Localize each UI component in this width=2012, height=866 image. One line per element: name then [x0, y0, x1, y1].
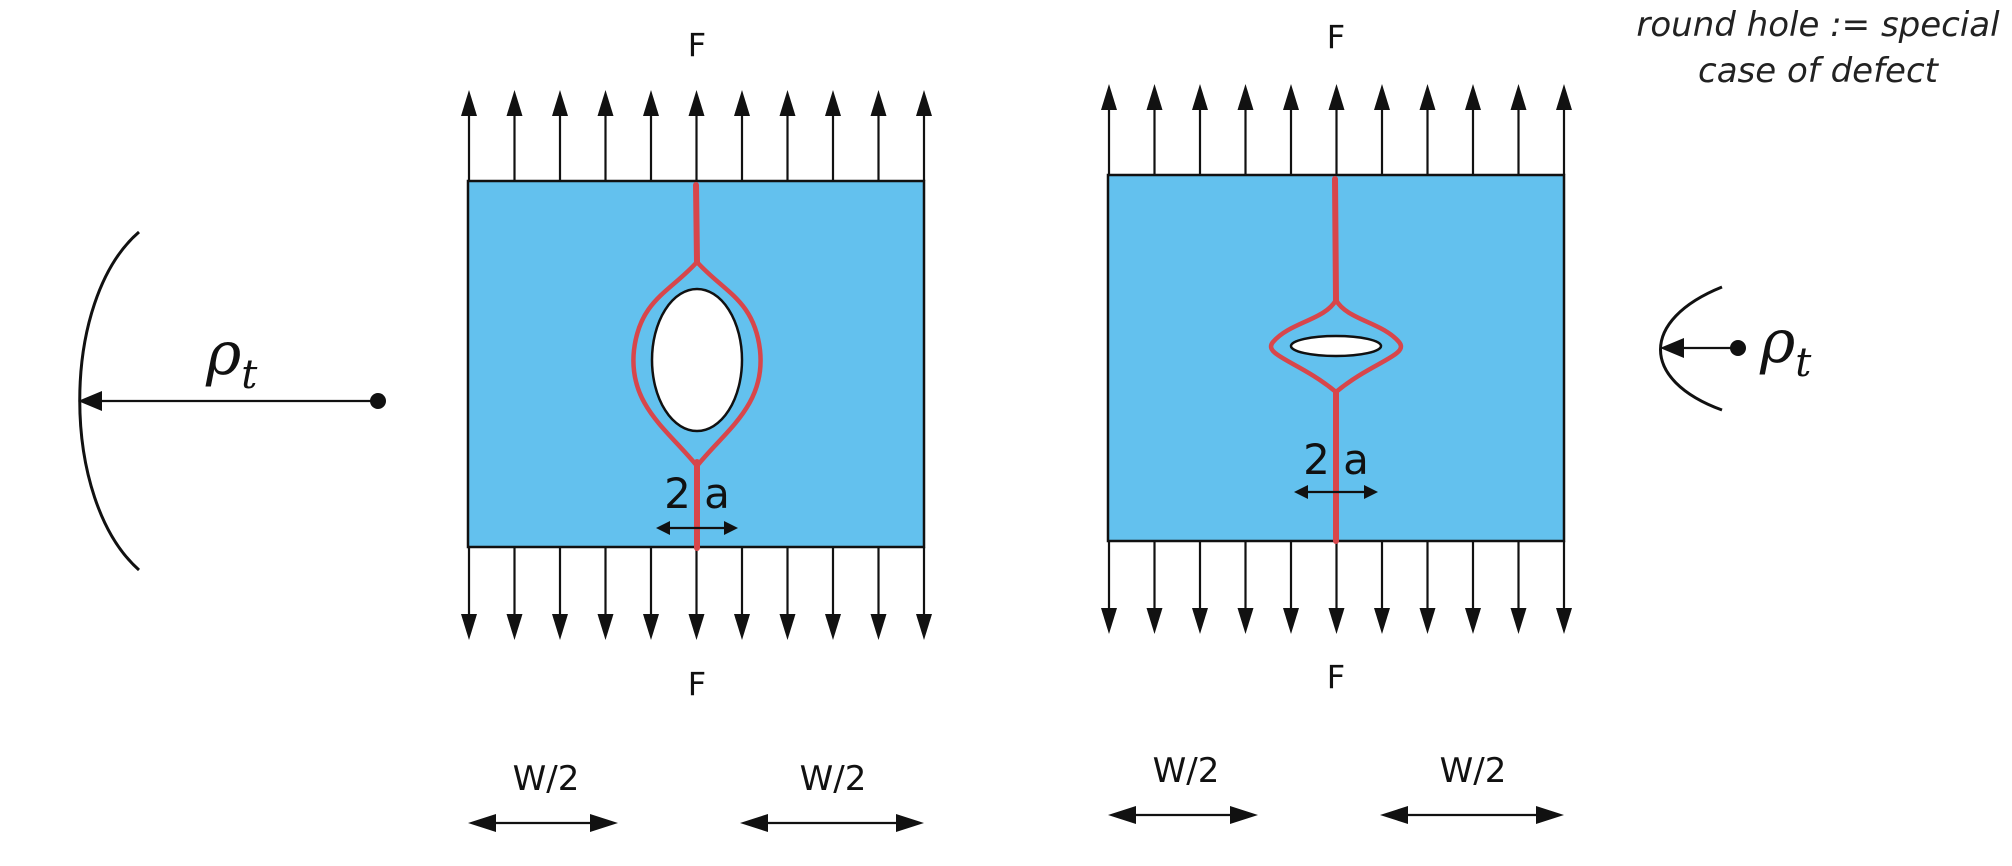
left-radius-label: ρt	[205, 319, 258, 398]
left-top-force-arrows	[461, 90, 932, 181]
right-hole	[1289, 334, 1383, 358]
left-force-top-label: F	[688, 26, 706, 64]
right-top-force-arrow-head	[1374, 84, 1390, 110]
right-bottom-force-arrow-head	[1192, 608, 1208, 634]
left-radius-arrowhead	[78, 391, 102, 411]
left-bottom-force-arrow-head	[597, 614, 614, 640]
right-bottom-force-arrow-head	[1146, 608, 1163, 634]
right-radius-label: ρt	[1759, 307, 1812, 386]
left-bottom-force-arrow-head	[552, 614, 568, 640]
left-top-force-arrow-head	[688, 90, 705, 116]
right-top-force-arrow-head	[1192, 84, 1208, 110]
left-bottom-force-arrows	[461, 547, 932, 640]
right-bottom-force-arrow-head	[1510, 608, 1527, 634]
right-radius-center-dot	[1730, 340, 1746, 356]
right-top-force-arrow-head	[1510, 84, 1527, 110]
left-radius-subscript: t	[241, 352, 258, 398]
left-top-force-arrow-head	[552, 90, 568, 116]
left-width-arrow-1	[468, 814, 618, 832]
right-width-label-2: W/2	[1440, 751, 1507, 791]
note-line-1: round hole := special	[1636, 5, 2000, 45]
right-bottom-force-arrow-head	[1419, 608, 1436, 634]
right-crack-length-label: 2 a	[1303, 435, 1369, 484]
left-top-force-arrow-head	[870, 90, 887, 116]
right-crack-length-arrow	[1294, 485, 1378, 499]
left-force-bottom-label: F	[688, 665, 706, 703]
right-specimen: F F 2 a W/2 W/2	[1101, 18, 1572, 824]
right-bottom-force-arrow-head	[1465, 608, 1481, 634]
left-width-label-2: W/2	[800, 759, 867, 799]
right-top-force-arrow-head	[1419, 84, 1436, 110]
left-crack-length-label: 2 a	[664, 469, 730, 518]
left-top-force-arrow-head	[506, 90, 523, 116]
left-hole	[650, 287, 744, 433]
right-top-force-arrow-head	[1465, 84, 1481, 110]
right-bottom-force-arrow-head	[1328, 608, 1345, 634]
right-radius-indicator: ρt	[1659, 285, 1812, 412]
left-bottom-force-arrow-head	[779, 614, 796, 640]
right-force-top-label: F	[1327, 18, 1345, 56]
left-stress-contour	[631, 259, 763, 469]
right-force-bottom-label: F	[1327, 658, 1345, 696]
left-radius-center-dot	[370, 393, 386, 409]
right-width-arrow-1	[1108, 806, 1258, 824]
right-top-force-arrow-head	[1556, 84, 1572, 110]
left-top-force-arrow-head	[461, 90, 477, 116]
left-width-arrow-2	[740, 814, 924, 832]
left-top-force-arrow-head	[597, 90, 614, 116]
right-stress-contour	[1268, 297, 1404, 395]
right-crack-top	[1332, 176, 1339, 303]
right-top-force-arrow-head	[1328, 84, 1345, 110]
left-radius-symbol: ρ	[205, 319, 241, 389]
left-bottom-force-arrow-head	[506, 614, 523, 640]
left-bottom-force-arrow-head	[688, 614, 705, 640]
right-bottom-force-arrow-head	[1237, 608, 1254, 634]
left-top-force-arrow-head	[734, 90, 750, 116]
left-crack-length-arrow	[656, 521, 738, 535]
left-top-force-arrow-head	[916, 90, 932, 116]
right-bottom-force-arrow-head	[1556, 608, 1572, 634]
right-top-force-arrows	[1101, 84, 1572, 175]
right-bottom-force-arrow-head	[1374, 608, 1390, 634]
left-bottom-force-arrow-head	[643, 614, 659, 640]
left-bottom-force-arrow-head	[916, 614, 932, 640]
right-top-force-arrow-head	[1237, 84, 1254, 110]
left-bottom-force-arrow-head	[825, 614, 841, 640]
left-bottom-force-arrow-head	[461, 614, 477, 640]
left-top-force-arrow-head	[825, 90, 841, 116]
right-top-force-arrow-head	[1101, 84, 1117, 110]
left-radius-indicator: ρt	[78, 230, 386, 572]
right-radius-arrowhead	[1660, 338, 1684, 358]
right-bottom-force-arrows	[1101, 541, 1572, 634]
left-top-force-arrow-head	[643, 90, 659, 116]
right-radius-symbol: ρ	[1759, 307, 1795, 377]
right-bottom-force-arrow-head	[1101, 608, 1117, 634]
right-radius-subscript: t	[1795, 340, 1812, 386]
left-top-force-arrow-head	[779, 90, 796, 116]
right-radius-arc	[1659, 285, 1723, 412]
left-bottom-force-arrow-head	[870, 614, 887, 640]
left-bottom-force-arrow-head	[734, 614, 750, 640]
right-bottom-force-arrow-head	[1283, 608, 1299, 634]
left-width-label-1: W/2	[513, 759, 580, 799]
left-crack-top	[693, 182, 700, 265]
right-width-label-1: W/2	[1153, 751, 1220, 791]
right-top-force-arrow-head	[1283, 84, 1299, 110]
right-top-force-arrow-head	[1146, 84, 1163, 110]
right-width-arrow-2	[1380, 806, 1564, 824]
left-specimen: F F 2 a W/2 W/2	[461, 26, 932, 832]
note-line-2: case of defect	[1698, 51, 1940, 91]
